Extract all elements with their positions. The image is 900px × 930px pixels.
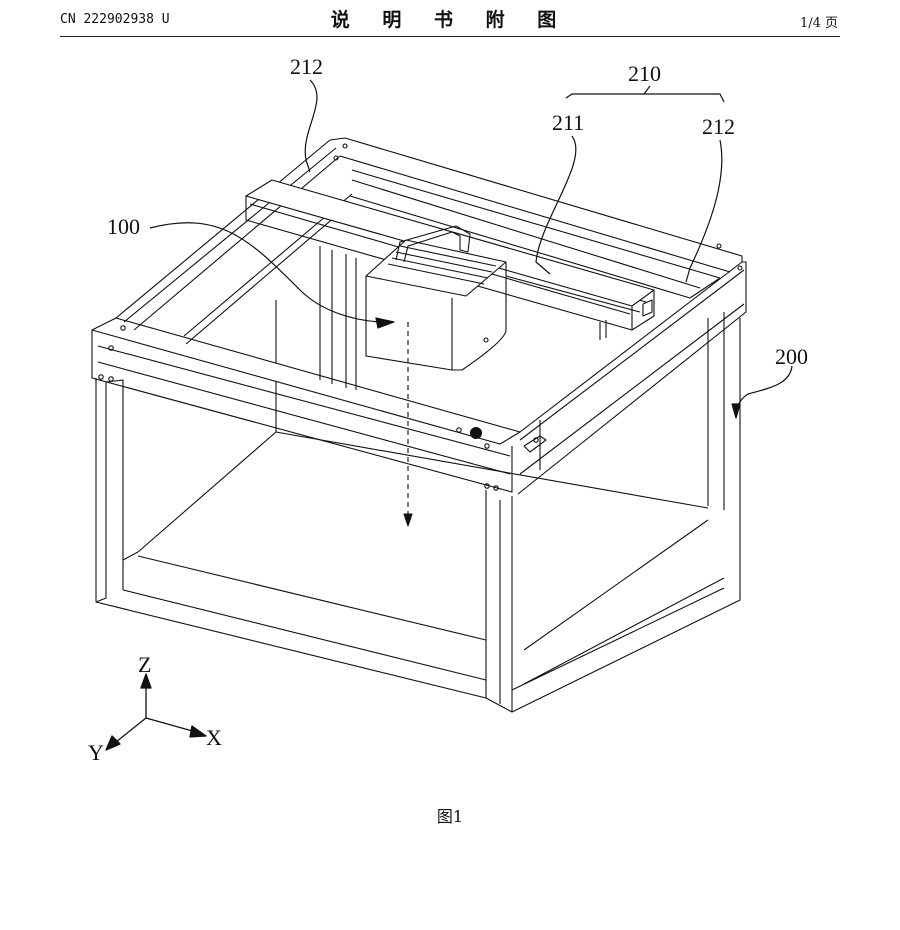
label-100: 100	[107, 214, 140, 239]
axis-label-y: Y	[88, 740, 104, 765]
label-212-right: 212	[702, 114, 735, 139]
leader-lines	[149, 79, 793, 419]
laser-head	[365, 225, 507, 371]
laser-beam-arrow	[403, 513, 413, 527]
label-212-left: 212	[290, 54, 323, 79]
label-200: 200	[775, 344, 808, 369]
section-title: 说 明 书 附 图	[330, 9, 570, 31]
label-210: 210	[628, 61, 661, 86]
gantry	[245, 179, 655, 390]
base-frame	[95, 300, 741, 713]
publication-number: CN 222902938 U	[60, 12, 170, 27]
axis-label-x: X	[206, 725, 222, 750]
figure-caption: 图1	[436, 807, 464, 826]
label-211: 211	[552, 110, 584, 135]
header-rule	[60, 36, 840, 37]
axis-label-z: Z	[138, 652, 151, 677]
page-number: 1/4 页	[799, 16, 838, 31]
top-frame	[91, 137, 747, 495]
axis-triad	[105, 673, 207, 751]
